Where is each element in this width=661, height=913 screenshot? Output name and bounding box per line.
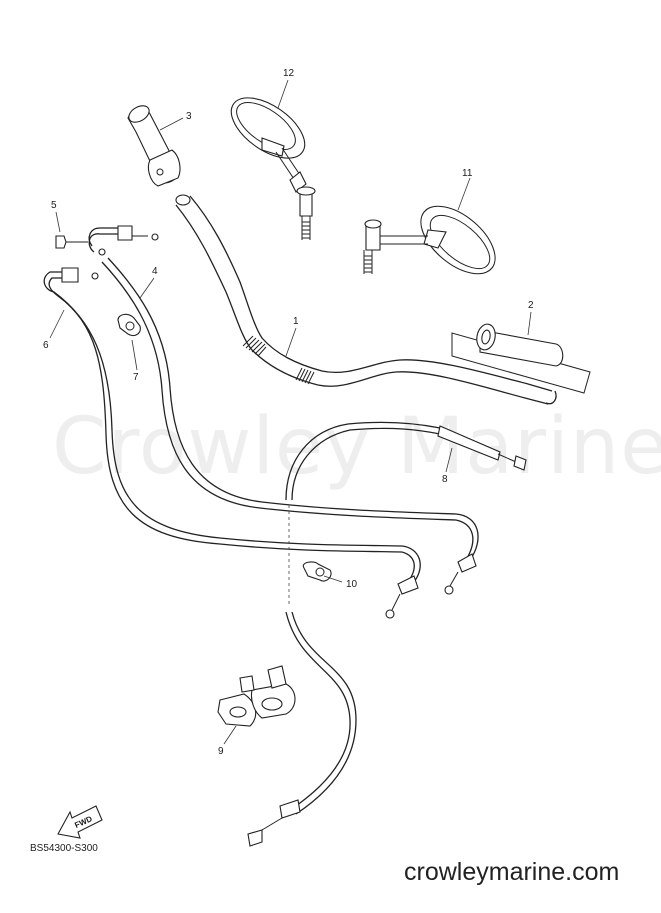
label-11: 11 [462, 168, 473, 179]
bolt[interactable] [55, 235, 88, 249]
diagram-code: BS54300-S300 [30, 843, 98, 854]
right-mirror[interactable] [363, 193, 507, 286]
knurl-left [242, 335, 267, 357]
label-12: 12 [283, 68, 295, 79]
cable-guide[interactable] [302, 561, 332, 582]
left-mirror[interactable] [221, 86, 316, 240]
leader-lines [49, 79, 532, 745]
label-3: 3 [186, 111, 192, 122]
fwd-arrow-icon: FWD [57, 805, 103, 839]
part-labels: 1 2 3 4 5 6 7 8 9 10 11 12 [43, 68, 534, 757]
handlebar-holder[interactable] [217, 665, 296, 727]
watermark: Crowley Marine [52, 402, 661, 492]
label-10: 10 [346, 579, 358, 590]
throttle-grip[interactable] [126, 102, 181, 187]
grip[interactable] [451, 322, 591, 394]
clutch-cable[interactable] [247, 421, 527, 847]
label-6: 6 [43, 340, 49, 351]
label-4: 4 [152, 266, 158, 277]
label-2: 2 [528, 300, 534, 311]
throttle-cable-2[interactable] [43, 267, 421, 619]
label-5: 5 [51, 200, 57, 211]
label-7: 7 [133, 372, 139, 383]
label-9: 9 [218, 746, 224, 757]
throttle-cable-1[interactable] [101, 257, 479, 595]
cable-bracket [88, 225, 159, 256]
label-8: 8 [442, 474, 448, 485]
cable-clamp[interactable] [117, 313, 141, 337]
knurl-right [295, 367, 315, 385]
handlebar[interactable] [175, 194, 557, 405]
label-1: 1 [293, 316, 299, 327]
site-url[interactable]: crowleymarine.com [404, 858, 620, 886]
